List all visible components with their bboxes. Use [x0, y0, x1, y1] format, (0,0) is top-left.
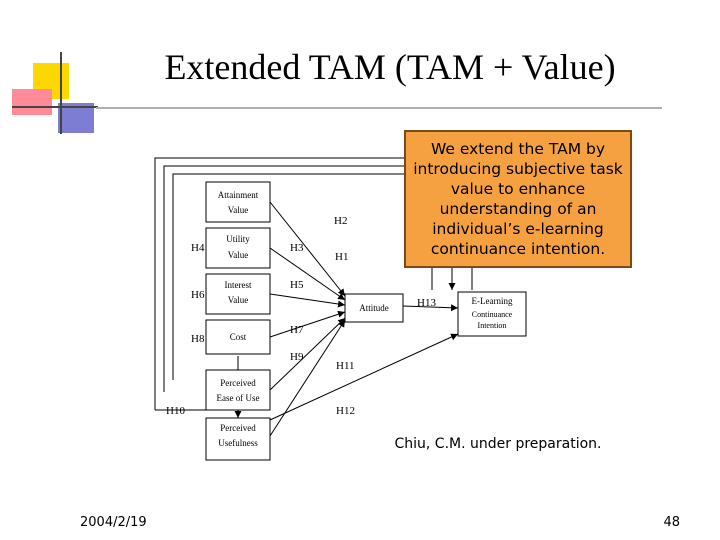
utility-value-label-1: Utility: [226, 234, 250, 244]
slide-title: Extended TAM (TAM + Value): [164, 47, 616, 87]
utility-value-box: [205, 227, 271, 269]
callout-box: We extend the TAM by introducing subject…: [404, 130, 632, 268]
cost-label: Cost: [230, 332, 247, 342]
hypothesis-h3: H3: [290, 242, 304, 254]
attainment-value-box: [205, 181, 271, 223]
hypothesis-h1: H1: [335, 251, 348, 263]
interest-value-label-2: Value: [228, 295, 249, 305]
perceived-usefulness-box: [205, 417, 271, 461]
continuance-intention-label-3: Intention: [478, 321, 507, 330]
hypothesis-h11: H11: [336, 360, 355, 372]
continuance-intention-label-2: Continuance: [472, 310, 513, 319]
deco-pink-square: [12, 89, 52, 115]
perceived-ease-of-use-box: [205, 369, 271, 411]
attainment-value-label-1: Attainment: [218, 190, 259, 200]
hypothesis-h10: H10: [166, 405, 185, 417]
outer-frames: [154, 157, 473, 411]
continuance-intention-label-1: E-Learning: [472, 296, 513, 306]
hypothesis-h13: H13: [417, 297, 436, 309]
hypothesis-h9: H9: [290, 351, 304, 363]
slide-date: 2004/2/19: [80, 515, 147, 530]
attitude-label: Attitude: [359, 303, 389, 313]
hypothesis-h4: H4: [191, 242, 205, 254]
perceived-usefulness-label-1: Perceived: [220, 423, 256, 433]
hypothesis-h5: H5: [290, 279, 304, 291]
perceived-ease-of-use-label-2: Ease of Use: [217, 393, 260, 403]
deco-vertical-line: [60, 52, 62, 134]
deco-horizontal-line: [12, 106, 98, 108]
attainment-value-label-2: Value: [228, 205, 249, 215]
cost-box: [205, 319, 271, 355]
interest-value-box: [205, 273, 271, 315]
connectors: [234, 201, 459, 437]
title-divider: [96, 107, 662, 109]
page-number: 48: [663, 515, 680, 530]
utility-value-label-2: Value: [228, 250, 249, 260]
perceived-ease-of-use-label-1: Perceived: [220, 378, 256, 388]
perceived-usefulness-label-2: Usefulness: [218, 438, 258, 448]
continuance-intention-box: [457, 291, 527, 337]
hypothesis-h6: H6: [191, 289, 205, 301]
hypothesis-h2: H2: [334, 215, 347, 227]
deco-blue-square: [58, 103, 94, 133]
hypothesis-h12: H12: [336, 405, 355, 417]
hypothesis-h7: H7: [290, 324, 304, 336]
interest-value-label-1: Interest: [225, 280, 252, 290]
hypothesis-h8: H8: [191, 333, 205, 345]
citation: Chiu, C.M. under preparation.: [394, 436, 602, 452]
attitude-box: [344, 293, 404, 323]
